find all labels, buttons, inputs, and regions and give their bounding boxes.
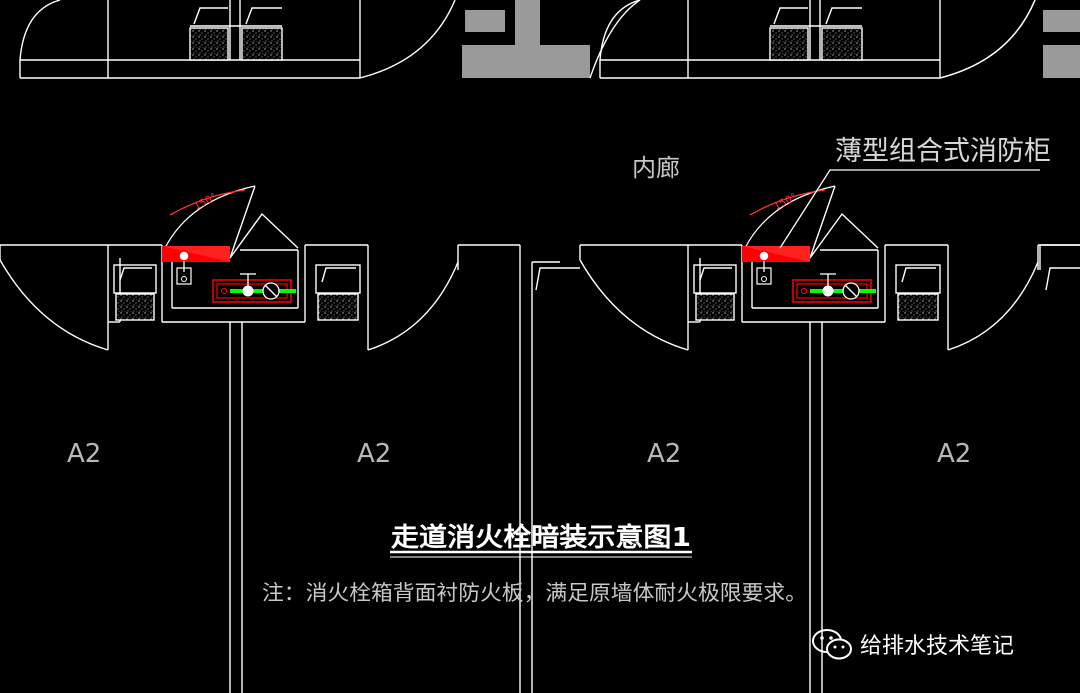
structural-column <box>462 0 1080 78</box>
callout-label: 薄型组合式消防柜 <box>835 136 1051 167</box>
unit-label: A2 <box>67 439 101 469</box>
watermark: 给排水技术笔记 <box>810 626 1014 662</box>
corridor-label: 内廊 <box>632 154 680 182</box>
callout-leader <box>779 169 1040 249</box>
unit-label: A2 <box>647 439 681 469</box>
watermark-text: 给排水技术笔记 <box>860 634 1015 659</box>
drawing-title: 走道消火栓暗装示意图1 <box>391 522 691 553</box>
drawing-note: 注：消火栓箱背面衬防火板，满足原墙体耐火极限要求。 <box>262 581 807 605</box>
wechat-icon <box>812 629 852 660</box>
unit-label: A2 <box>937 439 971 469</box>
unit-label: A2 <box>357 439 391 469</box>
